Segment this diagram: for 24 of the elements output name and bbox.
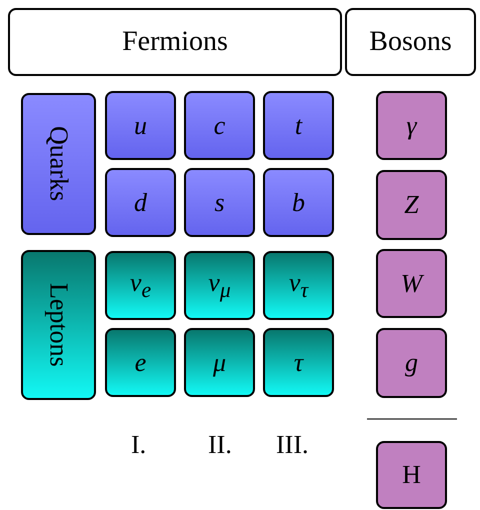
particle-box: c <box>184 91 255 160</box>
group-header: Fermions <box>8 8 342 76</box>
category-box: Leptons <box>21 250 96 400</box>
particle-box: e <box>105 328 176 397</box>
particle-box: Z <box>376 170 447 240</box>
particle-box: s <box>184 168 255 237</box>
particle-box: H <box>376 441 447 509</box>
particle-box: ν$_{μ}$ <box>184 251 255 320</box>
particle-box: ν$_{τ}$ <box>263 251 334 320</box>
particle-box: t <box>263 91 334 160</box>
particle-box: b <box>263 168 334 237</box>
particle-box: u <box>105 91 176 160</box>
generation-label: II. <box>208 430 232 460</box>
particle-box: τ <box>263 328 334 397</box>
particle-box: g <box>376 328 447 398</box>
particle-box: d <box>105 168 176 237</box>
particle-box: ν$_{e}$ <box>105 251 176 320</box>
particle-box: γ <box>376 91 447 160</box>
category-box: Quarks <box>21 93 96 235</box>
group-header: Bosons <box>345 8 476 76</box>
generation-label: III. <box>276 430 308 460</box>
particle-box: W <box>376 249 447 318</box>
generation-label: I. <box>131 430 146 460</box>
particle-box: μ <box>184 328 255 397</box>
